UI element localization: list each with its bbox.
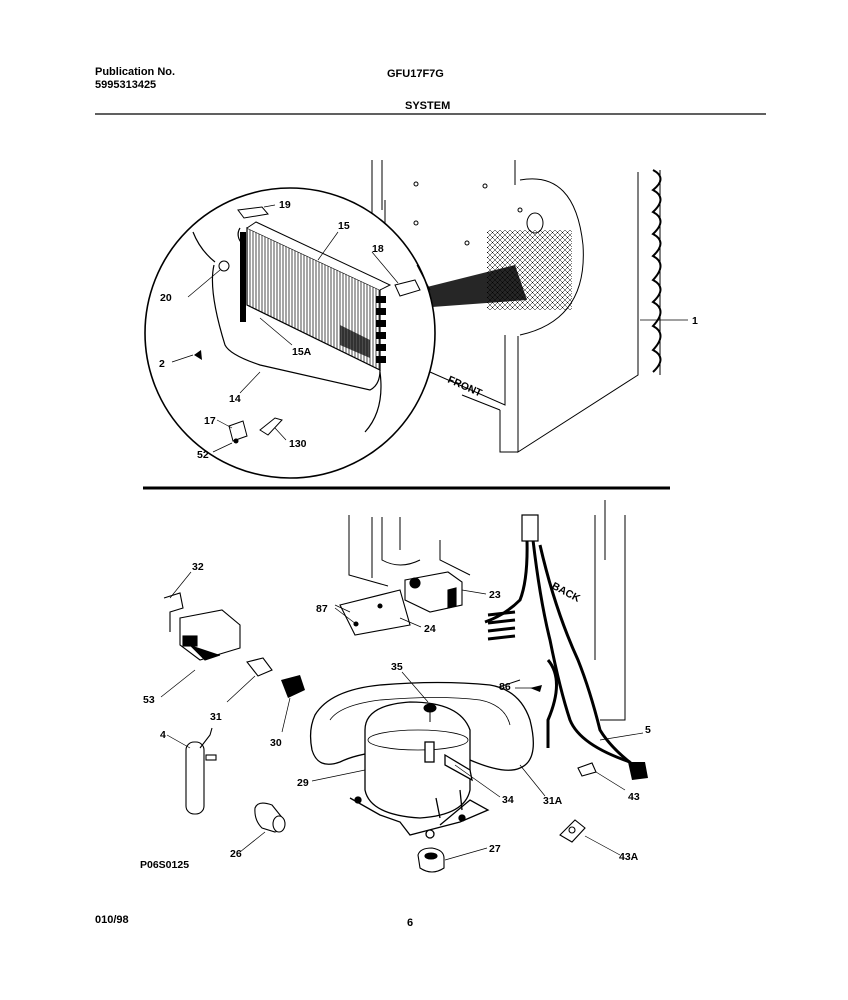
callout-15: 15 bbox=[338, 220, 350, 232]
callout-43: 43 bbox=[628, 791, 640, 803]
temperature-control bbox=[339, 571, 463, 636]
part-35 bbox=[423, 703, 437, 722]
side-condenser-coil bbox=[651, 169, 662, 373]
part-27 bbox=[417, 847, 445, 873]
section-title: SYSTEM bbox=[405, 100, 451, 112]
footer-date: 010/98 bbox=[95, 914, 129, 926]
tubing bbox=[192, 227, 382, 433]
leader-lines-top bbox=[171, 204, 399, 453]
part-43 bbox=[577, 762, 597, 777]
callout-52: 52 bbox=[197, 449, 209, 461]
callout-35: 35 bbox=[391, 661, 403, 673]
callout-24: 24 bbox=[424, 623, 436, 635]
callout-31a: 31A bbox=[543, 795, 563, 807]
part-31 bbox=[246, 657, 273, 677]
part-52 bbox=[233, 438, 239, 444]
wire-ends bbox=[487, 610, 516, 641]
page-number: 6 bbox=[407, 917, 414, 929]
callout-130: 130 bbox=[289, 438, 307, 450]
part-26 bbox=[254, 802, 286, 833]
callout-4: 4 bbox=[160, 729, 166, 741]
callout-87: 87 bbox=[316, 603, 328, 615]
callout-18: 18 bbox=[372, 243, 384, 255]
part-19 bbox=[237, 206, 269, 219]
callout-30: 30 bbox=[270, 737, 282, 749]
part-43a bbox=[559, 819, 586, 843]
callout-34: 34 bbox=[502, 794, 514, 806]
callout-15a: 15A bbox=[292, 346, 312, 358]
leader-lines-bottom bbox=[160, 571, 644, 861]
part-4-drier bbox=[185, 727, 217, 815]
wire-connector bbox=[521, 514, 539, 542]
relay-overload-assembly bbox=[163, 592, 241, 661]
publication-label: Publication No. bbox=[95, 66, 176, 78]
evaporator-connection bbox=[427, 265, 527, 307]
callout-43a: 43A bbox=[619, 851, 639, 863]
callout-23: 23 bbox=[489, 589, 501, 601]
wire-harness bbox=[484, 539, 641, 772]
part-86 bbox=[530, 685, 542, 692]
part-20 bbox=[218, 260, 230, 272]
callout-27: 27 bbox=[489, 843, 501, 855]
callout-19: 19 bbox=[279, 199, 291, 211]
callout-2: 2 bbox=[159, 358, 165, 370]
callout-29: 29 bbox=[297, 777, 309, 789]
evaporator-coil bbox=[240, 221, 392, 371]
callout-32: 32 bbox=[192, 561, 204, 573]
part-18 bbox=[394, 279, 421, 297]
callout-86: 86 bbox=[499, 681, 511, 693]
callout-17: 17 bbox=[204, 415, 216, 427]
part-17 bbox=[228, 420, 248, 442]
publication-number: 5995313425 bbox=[95, 79, 157, 91]
model-number: GFU17F7G bbox=[387, 68, 444, 80]
part-130 bbox=[259, 417, 283, 436]
callout-20: 20 bbox=[160, 292, 172, 304]
compressor-compartment bbox=[348, 500, 626, 721]
callout-26: 26 bbox=[230, 848, 242, 860]
callout-1: 1 bbox=[692, 315, 698, 327]
drawing-code: P06S0125 bbox=[140, 859, 189, 871]
callout-31: 31 bbox=[210, 711, 222, 723]
detail-magnifier bbox=[144, 187, 436, 479]
callout-53: 53 bbox=[143, 694, 155, 706]
callout-5: 5 bbox=[645, 724, 651, 736]
callout-14: 14 bbox=[229, 393, 241, 405]
wire-plug bbox=[628, 762, 648, 780]
part-2 bbox=[194, 350, 202, 360]
part-30 bbox=[281, 675, 305, 698]
